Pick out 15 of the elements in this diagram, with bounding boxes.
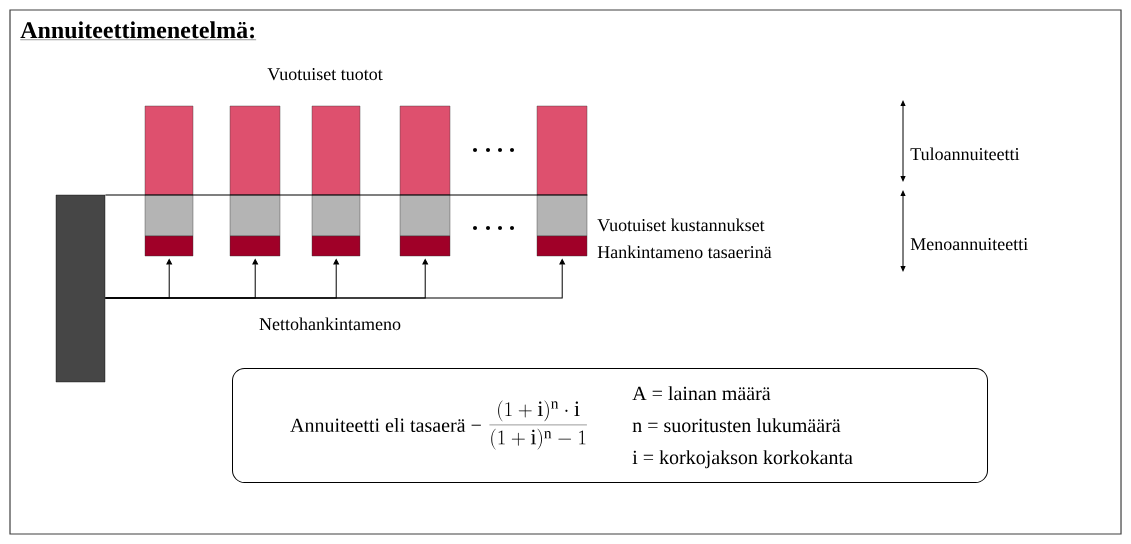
label: Nettohankintameno [259, 317, 401, 331]
label: Tuloannuiteetti [910, 147, 1020, 161]
label: Vuotuiset kustannukset [597, 218, 765, 232]
stacked-column [311, 105, 361, 257]
stacked-column [399, 105, 451, 257]
title: Annuiteettimenetelmä: [20, 21, 257, 40]
post-bar [55, 194, 106, 383]
arrow [104, 259, 565, 299]
label: Hankintameno tasaerinä [597, 245, 772, 259]
label: Menoannuiteetti [910, 238, 1028, 251]
label: Vuotuiset tuotot [267, 68, 383, 81]
stacked-column [144, 105, 194, 257]
stacked-column [536, 105, 588, 257]
stacked-column [229, 105, 281, 257]
formula-box: Annuiteetti eli tasaerä − $\frac{(1 + \mathrm{i})^{\mathrm{n}} \cdot \mathrm{i}}{(1 + \mathrm{i})^{\mathrm{n}} - 1}$ A = lainan määrä n = suoritusten lukumäärä i = korkojakson korkokanta [232, 368, 988, 483]
